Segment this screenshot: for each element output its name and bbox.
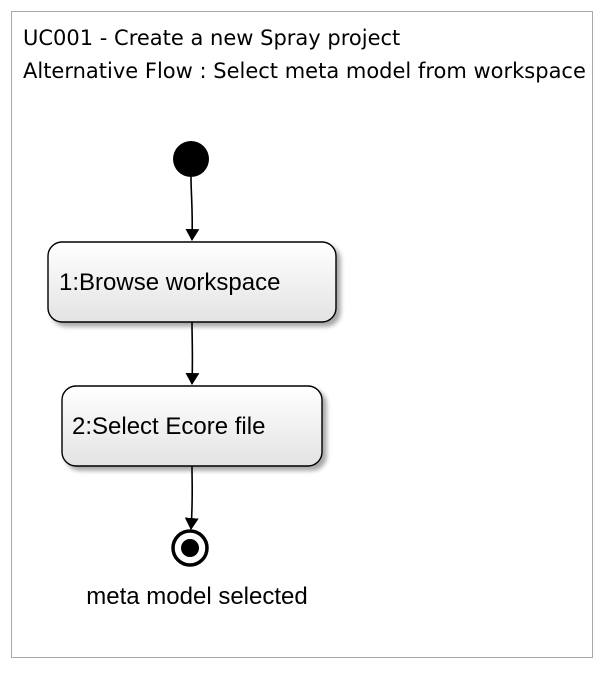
final-node <box>171 529 209 567</box>
action-label: 2:Select Ecore file <box>72 413 265 440</box>
action-browse-workspace[interactable]: 1:Browse workspace <box>47 241 337 323</box>
diagram-frame: UC001 - Create a new Spray project Alter… <box>11 11 593 658</box>
initial-node <box>173 141 209 177</box>
action-select-ecore-file[interactable]: 2:Select Ecore file <box>61 385 323 467</box>
diagram-subtitle: Alternative Flow : Select meta model fro… <box>23 59 586 83</box>
action-label: 1:Browse workspace <box>59 269 280 296</box>
diagram-title: UC001 - Create a new Spray project <box>23 26 401 50</box>
final-state-label: meta model selected <box>86 583 307 610</box>
flow-arrow-start-to-browse <box>185 176 200 241</box>
flow-arrow-select-to-final <box>184 465 199 530</box>
